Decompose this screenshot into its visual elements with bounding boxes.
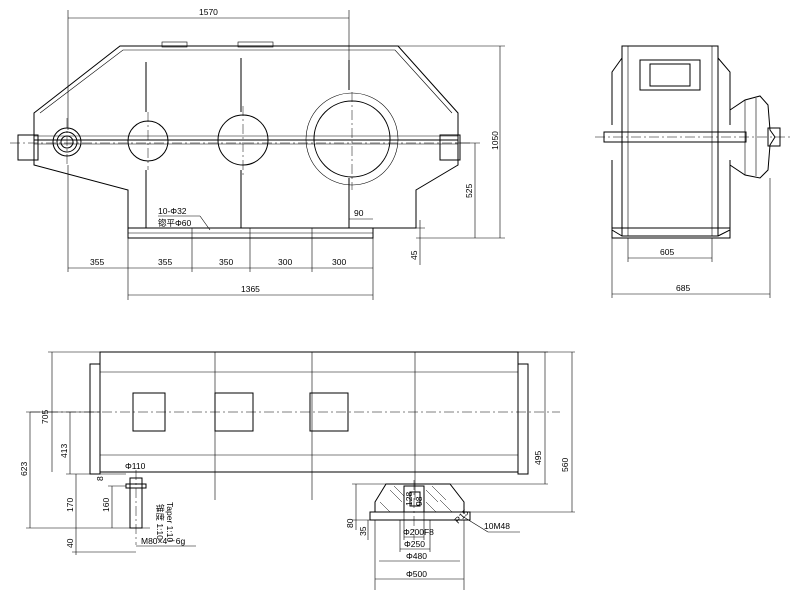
holes-note: 10-Φ32 xyxy=(158,206,187,216)
dim-spacing-4: 300 xyxy=(278,257,292,267)
taper-cn: 锥度 1:10 xyxy=(155,504,165,540)
side-view: 605 685 xyxy=(595,45,790,298)
dim-overall-width: 685 xyxy=(676,283,690,293)
inspection-cover-3 xyxy=(309,392,349,432)
dim-128: 128 xyxy=(404,492,414,506)
front-view: 1570 1050 525 45 90 10-Φ32 锪平Φ60 xyxy=(10,7,505,300)
top-view: 705 623 413 8 170 160 40 Φ110 锥度 1:10 Ta… xyxy=(19,351,575,590)
taper-en: Taper 1:10 xyxy=(165,502,175,542)
dim-base-length: 1365 xyxy=(241,284,260,294)
dim-base-offset: 45 xyxy=(409,250,419,260)
radius-note: R15 xyxy=(452,507,470,525)
dia-250: Φ250 xyxy=(404,539,425,549)
dim-160: 160 xyxy=(101,498,111,512)
dia-200f8: Φ200F8 xyxy=(403,527,434,537)
dim-413: 413 xyxy=(59,444,69,458)
dim-top-length: 1570 xyxy=(199,7,218,17)
dim-spacing-1: 355 xyxy=(90,257,104,267)
front-dimensions: 1570 1050 525 45 90 10-Φ32 锪平Φ60 xyxy=(67,7,505,300)
spotface-note: 锪平Φ60 xyxy=(158,218,192,228)
dim-623: 623 xyxy=(19,462,29,476)
thread-note: M80×4－6g xyxy=(141,536,185,546)
dim-170: 170 xyxy=(65,498,75,512)
side-dimensions: 605 685 xyxy=(611,178,771,298)
dim-spacing-3: 350 xyxy=(219,257,233,267)
dim-40: 40 xyxy=(65,538,75,548)
dim-705: 705 xyxy=(40,410,50,424)
top-dimensions: 705 623 413 8 170 160 40 Φ110 锥度 1:10 Ta… xyxy=(19,351,575,590)
dim-spacing-5: 300 xyxy=(332,257,346,267)
dim-35: 35 xyxy=(358,526,368,536)
dim-height-total: 1050 xyxy=(490,131,500,150)
dim-spacing-2: 355 xyxy=(158,257,172,267)
inspection-cover-1 xyxy=(132,392,166,432)
dim-495: 495 xyxy=(533,451,543,465)
dim-80: 80 xyxy=(345,518,355,528)
dim-98: 98 xyxy=(414,496,424,506)
dia-500: Φ500 xyxy=(406,569,427,579)
dim-inner-width: 605 xyxy=(660,247,674,257)
bolts-note: 10M48 xyxy=(484,521,510,531)
dia-480: Φ480 xyxy=(406,551,427,561)
dim-8: 8 xyxy=(95,476,105,481)
dim-axis-height: 525 xyxy=(464,184,474,198)
dim-foot-width: 90 xyxy=(354,208,364,218)
inspection-cover-2 xyxy=(214,392,254,432)
dim-560: 560 xyxy=(560,458,570,472)
input-shaft-dia: Φ110 xyxy=(125,461,146,471)
